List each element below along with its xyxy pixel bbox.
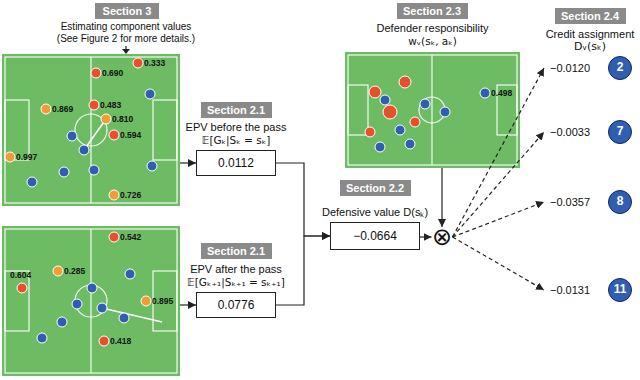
- dashed-arrow: [453, 132, 545, 237]
- formula-label: 𝔼[Gₖ|Sₖ = sₖ]: [202, 134, 271, 147]
- annotation-label: Dᵥ(sₖ): [574, 41, 606, 53]
- pitch-top: [2, 54, 180, 206]
- leader-arrow: [122, 46, 130, 54]
- operator-symbol: ⊗: [432, 225, 452, 249]
- player-value: 0.810: [112, 114, 133, 124]
- defender-credit: −0.0131 11: [544, 277, 632, 303]
- panel-heading: Defender responsibility: [377, 22, 489, 35]
- section-tag-label: Section 2.1: [207, 103, 265, 117]
- defender-credit: −0.0120 2: [544, 55, 632, 81]
- box-heading: EPV before the pass: [186, 121, 287, 134]
- jersey-number: 2: [608, 56, 632, 80]
- box-heading: Defensive value D(sₖ): [322, 206, 428, 219]
- section-tag-label: Section 2.1: [207, 244, 265, 258]
- annotation-label: (See Figure 2 for more details.): [57, 33, 195, 45]
- flow-arrow: [276, 163, 330, 236]
- value-box: EPV after the pass𝔼[Gₖ₊₁|Sₖ₊₁ = sₖ₊₁]0.0…: [196, 292, 276, 318]
- section-tag: Section 2.1: [201, 102, 272, 118]
- box-value: −0.0664: [353, 229, 397, 243]
- pitch-panel: 0.333 0.690 0.869 0.483 0.810 0.594 0.997 0.726: [2, 54, 180, 206]
- player-value: 0.997: [16, 152, 37, 162]
- formula-label: wᵥ(sₖ, aₖ): [408, 35, 457, 48]
- annotation-label: Estimating component values: [61, 21, 192, 33]
- flow-arrow: [276, 236, 330, 305]
- section-tag: Section 2.4: [555, 8, 626, 24]
- credit-value: −0.0357: [550, 189, 590, 215]
- pitch-bottom: [2, 226, 180, 376]
- defender-credit: −0.0033 7: [544, 119, 632, 145]
- player-value: 0.285: [64, 266, 85, 276]
- player-value: 0.418: [110, 336, 131, 346]
- dashed-arrow: [453, 202, 545, 237]
- section-tag: Section 3: [95, 3, 159, 19]
- pitch-panel: 0.542 0.285 0.604 0.895 0.418: [2, 226, 180, 376]
- formula-label: 𝔼[Gₖ₊₁|Sₖ₊₁ = sₖ₊₁]: [187, 276, 285, 289]
- box-heading: EPV after the pass: [190, 263, 282, 276]
- pitch-responsibility: [345, 52, 520, 168]
- jersey-number: 8: [608, 190, 632, 214]
- box-value: 0.0776: [218, 298, 255, 312]
- player-value: 0.498: [491, 88, 512, 98]
- player-value: 0.483: [100, 100, 121, 110]
- flow-arrow: [180, 304, 196, 305]
- player-value: 0.594: [120, 130, 141, 140]
- dashed-arrow: [453, 68, 545, 237]
- section-tag: Section 2.1: [201, 243, 272, 259]
- credit-value: −0.0120: [550, 55, 590, 81]
- section-tag-label: Section 3: [103, 4, 152, 18]
- flow-arrow: [441, 168, 442, 227]
- multiply-operator: ⊗: [432, 227, 453, 247]
- player-value: 0.542: [120, 232, 141, 242]
- section-tag-label: Section 2.3: [403, 4, 461, 18]
- value-box: EPV before the pass𝔼[Gₖ|Sₖ = sₖ]0.0112: [196, 150, 276, 176]
- player-value: 0.333: [144, 58, 165, 68]
- pitch-panel: Defender responsibilitywᵥ(sₖ, aₖ)0.498: [345, 52, 520, 168]
- jersey-number: 11: [608, 278, 632, 302]
- box-value: 0.0112: [218, 156, 254, 170]
- section-tag: Section 2.2: [340, 180, 411, 196]
- player-value: 0.869: [52, 104, 73, 114]
- jersey-number: 7: [608, 120, 632, 144]
- player-value: 0.690: [102, 68, 123, 78]
- credit-value: −0.0033: [550, 119, 590, 145]
- player-value: 0.726: [120, 190, 141, 200]
- section-tag-label: Section 2.2: [346, 181, 404, 195]
- player-value: 0.895: [152, 296, 173, 306]
- section-tag-label: Section 2.4: [561, 9, 619, 23]
- credit-value: −0.0131: [550, 277, 590, 303]
- section-tag: Section 2.3: [397, 3, 468, 19]
- dashed-arrow: [453, 237, 545, 290]
- player-value: 0.604: [10, 270, 31, 280]
- defender-credit: −0.0357 8: [544, 189, 632, 215]
- value-box: Defensive value D(sₖ)−0.0664: [330, 222, 420, 250]
- flow-arrow: [420, 236, 432, 237]
- annotation-label: Credit assignment: [546, 28, 635, 40]
- flow-arrow: [180, 162, 196, 163]
